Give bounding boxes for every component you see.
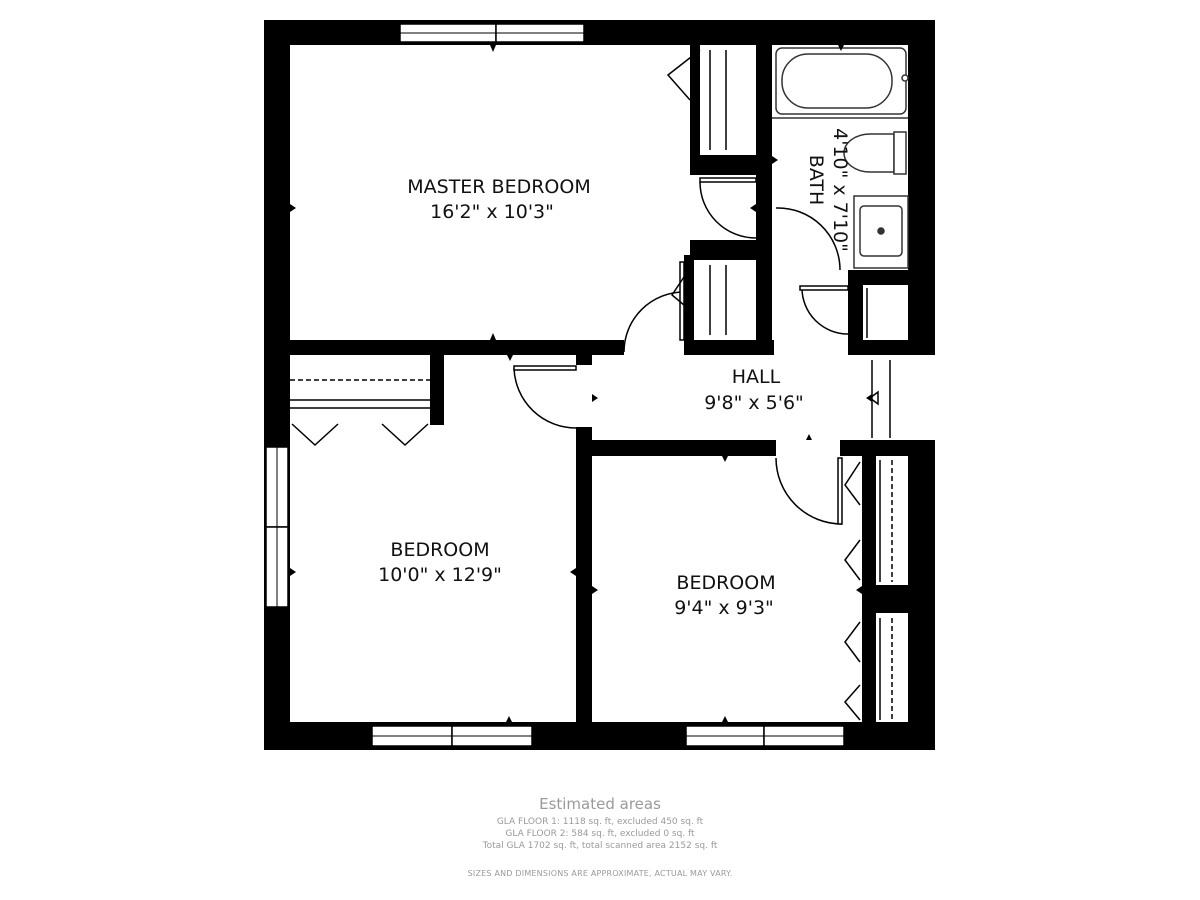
bedroom-left-dims: 10'0" x 12'9" (378, 564, 502, 586)
door-master-closet-arc (699, 181, 757, 239)
door-bath-arc (775, 207, 841, 271)
door-right-bedroom-arc (775, 457, 843, 525)
footer-disclaimer: SIZES AND DIMENSIONS ARE APPROXIMATE, AC… (467, 869, 733, 878)
footer-total-gla: Total GLA 1702 sq. ft, total scanned are… (482, 841, 718, 851)
bedroom-left-name: BEDROOM (390, 539, 489, 561)
dimension-markers (290, 45, 872, 722)
wall-hall-bottom-right (840, 440, 935, 456)
wall-right-closet-b (862, 585, 935, 613)
room-labels: MASTER BEDROOM 16'2" x 10'3" BATH 4'10" … (378, 128, 851, 619)
door-hall-closet-panel (799, 285, 849, 291)
footer-gla-floor2: GLA FLOOR 2: 584 sq. ft, excluded 0 sq. … (505, 829, 695, 839)
bath-dims: 4'10" x 7'10" (829, 128, 851, 252)
wall-master-bottom (264, 340, 624, 355)
wall-top-outer (264, 20, 935, 45)
door-swings (513, 177, 849, 525)
door-master-closet-panel (699, 177, 757, 183)
wall-right-closet-a (862, 456, 876, 586)
bedroom-right-dims: 9'4" x 9'3" (674, 597, 774, 619)
wall-master-closet (690, 45, 700, 165)
door-master-entry-panel (679, 261, 685, 341)
door-left-bedroom-panel (513, 365, 577, 371)
master-bedroom-name: MASTER BEDROOM (407, 176, 590, 198)
floor-plan: MASTER BEDROOM 16'2" x 10'3" BATH 4'10" … (264, 20, 935, 750)
wall-left-closet-right (430, 355, 444, 425)
wall-closet-lower (690, 240, 760, 260)
wall-closet-lower-left (684, 255, 694, 355)
footer-gla-floor1: GLA FLOOR 1: 1118 sq. ft, excluded 450 s… (496, 817, 704, 827)
footer-title: Estimated areas (539, 795, 661, 813)
door-right-bedroom-panel (837, 457, 843, 525)
hall-name: HALL (732, 366, 781, 388)
toilet (843, 133, 895, 173)
wall-right-closet-c (862, 613, 876, 750)
wall-left-outer (264, 20, 290, 750)
bedroom-right-name: BEDROOM (676, 572, 775, 594)
bath-name: BATH (805, 155, 827, 205)
hall-dims: 9'8" x 5'6" (704, 392, 804, 414)
wall-closet-divider (690, 155, 760, 175)
wall-closet-hall (848, 285, 863, 355)
wall-hall-top-right (848, 340, 908, 355)
door-hall-closet-arc (801, 287, 849, 335)
door-openings (576, 270, 935, 456)
closet-doors (290, 49, 893, 721)
window-mullions (276, 32, 844, 737)
wall-master-bottom-right (684, 340, 774, 355)
bath-fixtures (772, 47, 909, 269)
door-left-bedroom-arc (513, 367, 577, 429)
wall-hall-bottom (576, 440, 776, 456)
walls (264, 20, 935, 750)
wall-bath-left (756, 45, 772, 355)
master-bedroom-dims: 16'2" x 10'3" (430, 201, 554, 223)
wall-bedroom-divider (576, 355, 592, 750)
bathtub-basin (781, 53, 893, 109)
wall-right-bath (908, 20, 935, 355)
